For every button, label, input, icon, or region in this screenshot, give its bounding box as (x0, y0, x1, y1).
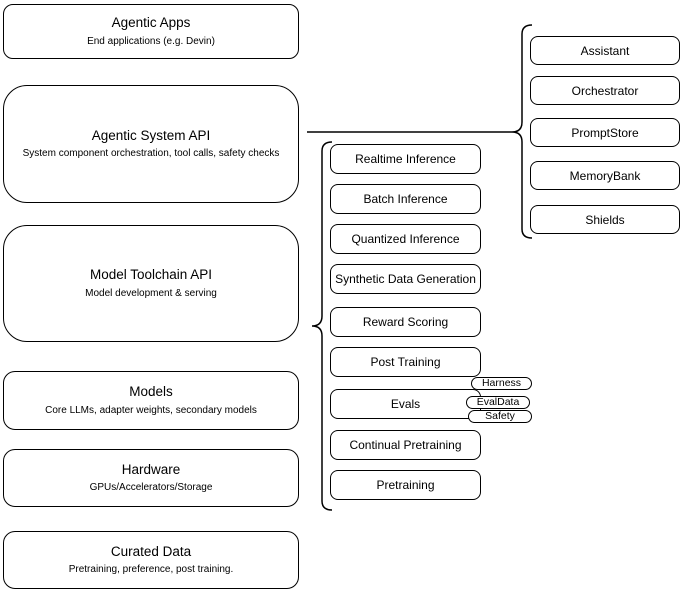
node-curated-data: Curated Data Pretraining, preference, po… (3, 531, 299, 589)
node-continual-pretraining-label: Continual Pretraining (349, 438, 462, 452)
node-curated-data-title: Curated Data (110, 543, 192, 559)
node-pretraining-label: Pretraining (376, 478, 435, 492)
node-evals: Evals (330, 389, 481, 419)
node-assistant: Assistant (530, 36, 680, 65)
pill-safety-label: Safety (485, 410, 515, 423)
node-quantized-inference: Quantized Inference (330, 224, 481, 254)
pill-evaldata: EvalData (466, 396, 530, 409)
node-models-title: Models (129, 384, 173, 400)
node-orchestrator-label: Orchestrator (571, 83, 639, 98)
node-synthetic-data-generation: Synthetic Data Generation (330, 264, 481, 294)
node-post-training-label: Post Training (370, 355, 441, 369)
node-evals-label: Evals (390, 397, 421, 411)
node-agentic-system-api: Agentic System API System component orch… (3, 85, 299, 203)
node-quantized-inference-label: Quantized Inference (351, 232, 460, 246)
node-realtime-inference: Realtime Inference (330, 144, 481, 174)
system-components-brace (511, 24, 533, 239)
pill-safety: Safety (468, 410, 532, 423)
node-agentic-apps: Agentic Apps End applications (e.g. Devi… (3, 4, 299, 59)
node-synthetic-data-generation-label: Synthetic Data Generation (335, 272, 476, 286)
node-batch-inference-label: Batch Inference (363, 192, 448, 206)
node-shields: Shields (530, 205, 680, 234)
node-realtime-inference-label: Realtime Inference (355, 152, 456, 166)
node-hardware: Hardware GPUs/Accelerators/Storage (3, 449, 299, 507)
node-promptstore-label: PromptStore (571, 125, 639, 140)
node-promptstore: PromptStore (530, 118, 680, 147)
node-shields-label: Shields (585, 212, 625, 227)
node-model-toolchain-api: Model Toolchain API Model development & … (3, 225, 299, 342)
pill-harness-label: Harness (481, 377, 522, 390)
node-model-toolchain-api-subtitle: Model development & serving (85, 287, 217, 299)
node-reward-scoring: Reward Scoring (330, 307, 481, 337)
node-agentic-apps-title: Agentic Apps (111, 15, 191, 31)
node-reward-scoring-label: Reward Scoring (362, 315, 449, 329)
node-models-subtitle: Core LLMs, adapter weights, secondary mo… (45, 404, 257, 416)
node-hardware-title: Hardware (121, 461, 181, 477)
node-agentic-system-api-subtitle: System component orchestration, tool cal… (22, 148, 280, 160)
toolchain-services-brace (311, 141, 333, 511)
pill-evaldata-label: EvalData (476, 396, 520, 409)
node-post-training: Post Training (330, 347, 481, 377)
node-hardware-subtitle: GPUs/Accelerators/Storage (89, 482, 213, 494)
node-curated-data-subtitle: Pretraining, preference, post training. (68, 564, 234, 576)
node-agentic-apps-subtitle: End applications (e.g. Devin) (87, 35, 215, 47)
node-models: Models Core LLMs, adapter weights, secon… (3, 371, 299, 430)
node-memorybank: MemoryBank (530, 161, 680, 190)
node-memorybank-label: MemoryBank (569, 168, 641, 183)
node-continual-pretraining: Continual Pretraining (330, 430, 481, 460)
pill-harness: Harness (471, 377, 532, 390)
node-orchestrator: Orchestrator (530, 76, 680, 105)
node-assistant-label: Assistant (580, 43, 630, 58)
node-pretraining: Pretraining (330, 470, 481, 500)
node-batch-inference: Batch Inference (330, 184, 481, 214)
node-model-toolchain-api-title: Model Toolchain API (89, 267, 213, 283)
node-agentic-system-api-title: Agentic System API (91, 127, 211, 143)
